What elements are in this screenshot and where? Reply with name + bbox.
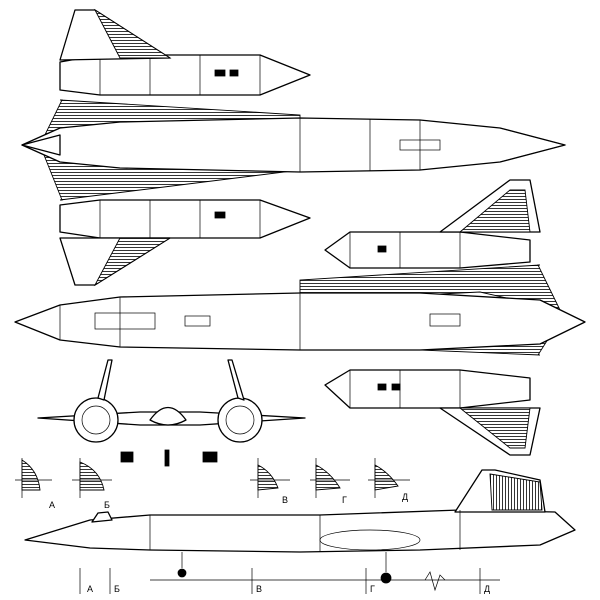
bottom-view-lower-nacelle — [324, 369, 531, 409]
top-view-lower-nacelle — [59, 199, 311, 239]
side-view-canopy — [91, 511, 113, 523]
front-view-right-fin — [227, 359, 245, 401]
bottom-view-upper-nacelle — [324, 231, 531, 269]
section-label-d: Д — [402, 492, 408, 502]
cross-sections: А Б В Г Д — [15, 458, 410, 510]
top-view-fuselage — [21, 117, 566, 173]
section-label-b: Б — [104, 500, 110, 510]
section-g: Г — [310, 458, 350, 505]
front-view — [37, 359, 306, 467]
section-a: А — [15, 458, 55, 510]
front-view-fuselage — [149, 406, 187, 426]
station-label-g: Г — [370, 584, 375, 594]
station-label-v: В — [256, 584, 262, 594]
side-view: А Б В Г Д — [24, 469, 576, 594]
station-label-b: Б — [114, 584, 120, 594]
front-view-right-nacelle — [217, 397, 263, 443]
section-v: В — [250, 458, 290, 505]
section-label-g: Г — [342, 495, 347, 505]
section-label-a: А — [49, 500, 55, 510]
top-view-upper-nacelle — [59, 54, 311, 96]
station-label-a: А — [87, 584, 93, 594]
station-label-d: Д — [484, 584, 490, 594]
bottom-view-upper-wing — [299, 264, 561, 311]
bottom-view — [14, 179, 586, 456]
front-view-left-nacelle — [73, 397, 119, 443]
section-b: Б — [72, 458, 112, 510]
section-d: Д — [368, 458, 410, 502]
section-label-v: В — [282, 495, 288, 505]
top-view — [21, 8, 567, 287]
front-view-left-fin — [97, 359, 113, 401]
